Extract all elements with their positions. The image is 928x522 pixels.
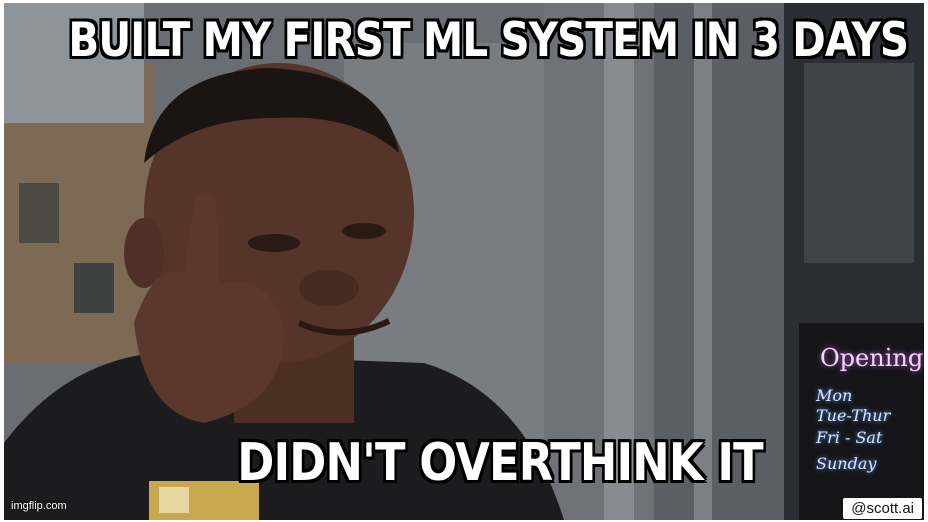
eye-right — [342, 223, 386, 239]
imgflip-watermark: imgflip.com — [11, 500, 67, 512]
building-window — [74, 263, 114, 313]
watch-face — [159, 487, 189, 513]
window-dark — [799, 323, 924, 520]
sign-line-tue-thur: Tue-Thur — [816, 406, 891, 425]
opening-hours-sign: Opening Mon Tue-Thur Fri - Sat Sunday — [812, 340, 924, 490]
eye-left — [248, 234, 300, 252]
sign-title: Opening — [820, 344, 924, 372]
pillar — [654, 3, 784, 520]
smirk — [297, 318, 391, 336]
pillar — [544, 3, 654, 520]
sky — [4, 3, 144, 123]
hair — [144, 68, 399, 163]
photo-illustration — [4, 3, 924, 520]
author-handle: @scott.ai — [843, 498, 922, 519]
jacket — [4, 353, 564, 520]
meme-photo: Opening Mon Tue-Thur Fri - Sat Sunday BU… — [4, 3, 924, 520]
top-caption: BUILT MY FIRST ML SYSTEM IN 3 DAYS — [68, 13, 909, 68]
pillar-highlight — [694, 3, 712, 520]
sign-line-mon: Mon — [816, 386, 853, 405]
bottom-caption: DIDN'T OVERTHINK IT — [237, 433, 763, 493]
sign-line-fri-sat: Fri - Sat — [816, 428, 883, 447]
hand — [134, 192, 284, 423]
sign-line-sunday: Sunday — [816, 454, 877, 473]
window-reflection — [804, 63, 914, 263]
ear — [124, 218, 164, 288]
building-window — [19, 183, 59, 243]
pillar-highlight — [604, 3, 634, 520]
nose — [299, 270, 359, 306]
